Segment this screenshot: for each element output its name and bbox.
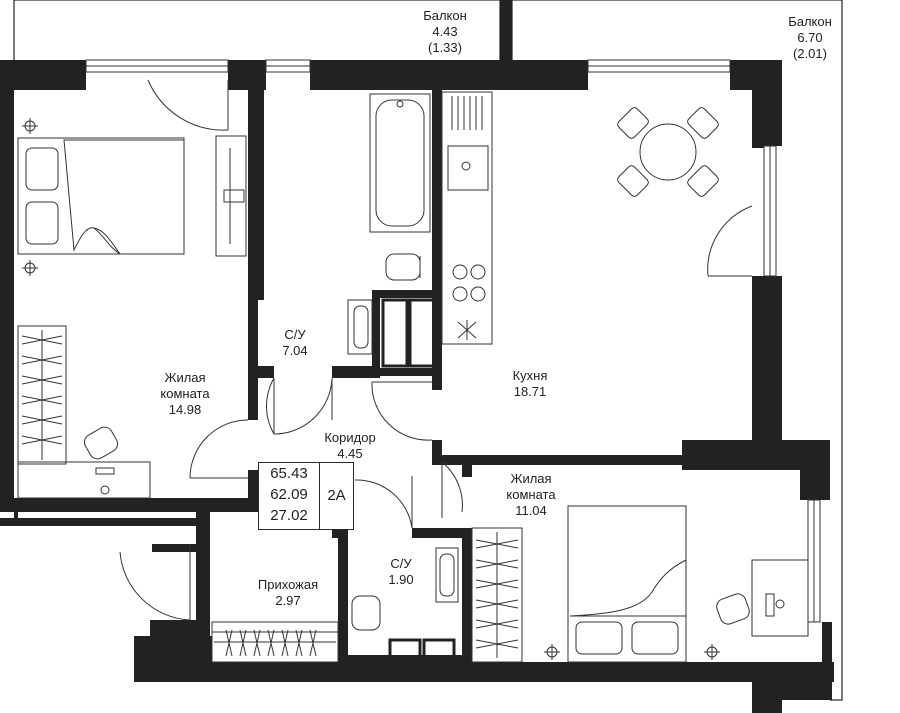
desk-icon bbox=[215, 135, 247, 257]
sink-icon bbox=[347, 299, 459, 603]
room-area: 2.97 bbox=[275, 593, 301, 608]
area-without-balcony: 62.09 bbox=[270, 486, 308, 503]
room-label-living-room-1: Жилая комната 14.98 bbox=[140, 370, 230, 418]
door-swing-icon bbox=[119, 79, 753, 621]
room-area: 1.90 bbox=[388, 572, 414, 587]
room-name: С/У bbox=[284, 327, 306, 342]
wardrobe-icon bbox=[17, 325, 151, 499]
room-area: 14.98 bbox=[168, 402, 202, 417]
room-label-hallway: Прихожая 2.97 bbox=[246, 577, 330, 609]
socket-icons bbox=[22, 118, 720, 660]
room-label-living-room-2: Жилая комната 11.04 bbox=[496, 471, 566, 519]
room-name: С/У bbox=[390, 556, 412, 571]
desk-icon bbox=[751, 559, 809, 637]
room-name: комната bbox=[506, 487, 556, 502]
room-name: Кухня bbox=[512, 368, 548, 383]
chair-icon bbox=[716, 593, 750, 625]
room-label-corridor: Коридор 4.45 bbox=[310, 430, 390, 462]
room-label-bathroom-1: С/У 7.04 bbox=[268, 327, 322, 359]
room-name: Прихожая bbox=[257, 577, 319, 592]
dining-table-icon bbox=[617, 107, 719, 197]
living-area: 27.02 bbox=[270, 507, 308, 524]
room-name: Коридор bbox=[324, 430, 376, 445]
room-name: Жилая bbox=[164, 370, 206, 385]
room-area: 4.43 bbox=[432, 24, 458, 39]
room-label-balcony-large: Балкон 6.70 (2.01) bbox=[772, 14, 848, 62]
bed-icon bbox=[17, 137, 185, 255]
room-area: 4.45 bbox=[337, 446, 363, 461]
total-area: 65.43 bbox=[270, 465, 308, 482]
bed-icon bbox=[567, 505, 687, 663]
room-area: 18.71 bbox=[513, 384, 547, 399]
apartment-type: 2А bbox=[327, 487, 346, 504]
room-area: 7.04 bbox=[282, 343, 308, 358]
room-label-kitchen: Кухня 18.71 bbox=[500, 368, 560, 400]
stove-icon bbox=[441, 91, 493, 345]
room-name: комната bbox=[160, 386, 210, 401]
room-coef: (1.33) bbox=[428, 40, 462, 55]
chair-icon bbox=[83, 426, 119, 460]
room-name: Балкон bbox=[423, 8, 467, 23]
toilet-icon bbox=[351, 253, 421, 631]
walls bbox=[0, 0, 834, 713]
hallway-wardrobe-icon bbox=[211, 621, 339, 663]
room-area: 11.04 bbox=[515, 503, 547, 518]
room-name: Жилая bbox=[510, 471, 552, 486]
room-area: 6.70 bbox=[797, 30, 823, 45]
room-label-bathroom-2: С/У 1.90 bbox=[374, 556, 428, 588]
wardrobe-icon bbox=[471, 527, 523, 663]
room-coef: (2.01) bbox=[793, 46, 827, 61]
bathtub-icon bbox=[369, 93, 431, 233]
windows bbox=[85, 59, 821, 633]
apartment-summary: 65.43 62.09 27.02 2А bbox=[258, 462, 354, 530]
summary-areas: 65.43 62.09 27.02 bbox=[259, 463, 320, 529]
room-name: Балкон bbox=[788, 14, 832, 29]
room-label-balcony-small: Балкон 4.43 (1.33) bbox=[400, 8, 490, 56]
